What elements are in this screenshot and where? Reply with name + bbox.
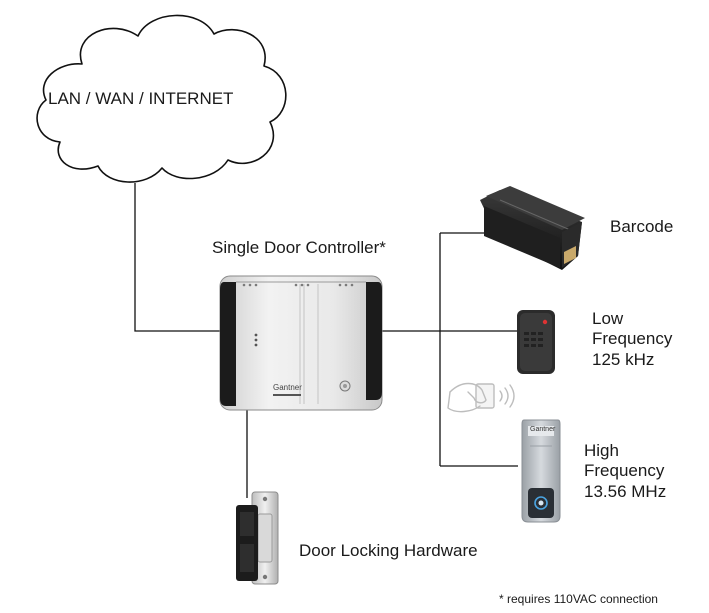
low-frequency-label: Low Frequency 125 kHz: [592, 309, 672, 370]
controller-device-icon: [219, 275, 383, 411]
barcode-label: Barcode: [610, 217, 674, 236]
low-frequency-label-line: Frequency: [592, 329, 673, 349]
footnote: * requires 110VAC connection: [499, 592, 658, 606]
high-frequency-label-line: High: [584, 441, 619, 460]
connection-lines: [134, 183, 518, 498]
high-frequency-label-line: 13.56 MHz: [584, 481, 667, 501]
cloud-icon: [36, 14, 287, 183]
high-frequency-reader-icon: [521, 419, 561, 523]
door-strike-icon: [236, 491, 279, 585]
low-frequency-reader-icon: [517, 310, 555, 374]
door-lock-label: Door Locking Hardware: [299, 541, 478, 560]
barcode-reader-icon: [480, 186, 585, 270]
controller-brand-label: Gantner: [273, 383, 302, 392]
controller-label: Single Door Controller*: [212, 238, 386, 257]
low-frequency-label-line: 125 kHz: [592, 349, 655, 369]
network-link-line: [134, 183, 222, 332]
high-frequency-label: High Frequency 13.56 MHz: [584, 441, 666, 502]
network-cloud-label: LAN / WAN / INTERNET: [48, 89, 234, 108]
low-frequency-label-line: Low: [592, 309, 624, 328]
hf-reader-brand-label: Gantner: [530, 426, 556, 433]
high-frequency-label-line: Frequency: [584, 461, 665, 481]
hand-card-icon: [447, 382, 515, 413]
